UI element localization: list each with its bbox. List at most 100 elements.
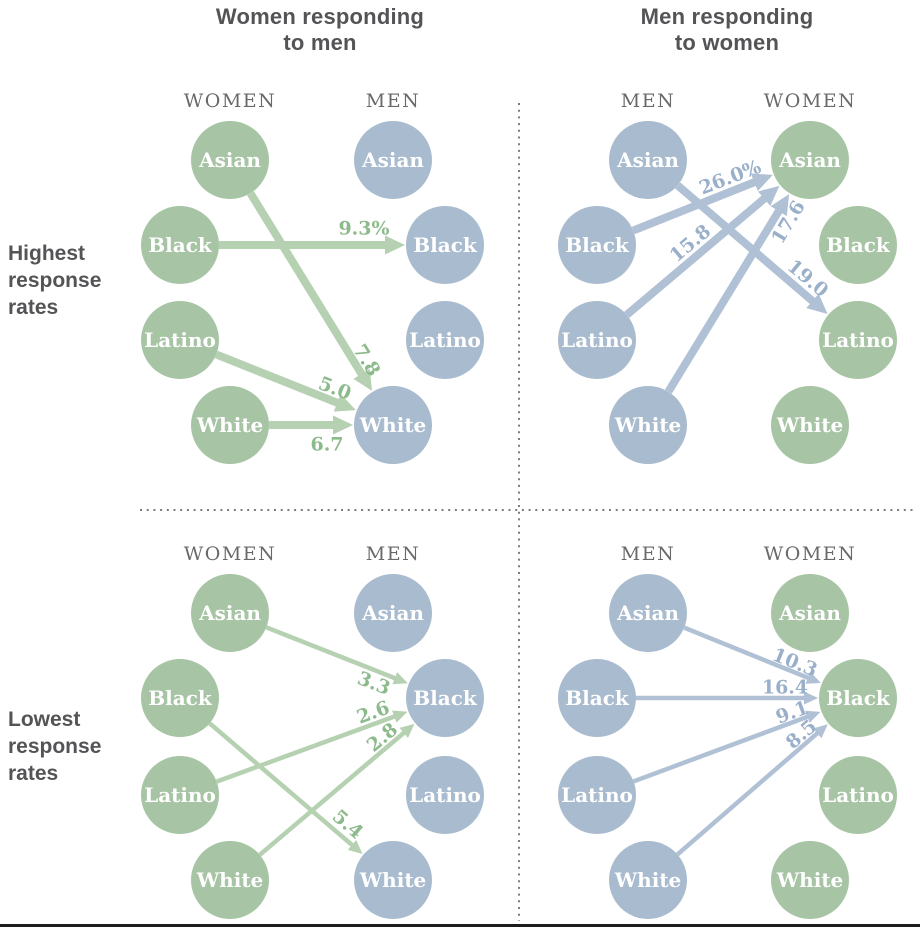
node-women-asian — [191, 121, 269, 199]
column-header-men: MEN — [366, 543, 420, 565]
arrow-latino-to-black-shaft — [215, 713, 397, 784]
panel-title-line: Women responding — [215, 4, 425, 29]
node-women-latino — [141, 756, 219, 834]
arrow-asian-to-black-shaft — [683, 625, 811, 681]
node-men-black — [406, 206, 484, 284]
node-men-latino — [558, 756, 636, 834]
arrow-asian-to-white-shaft — [247, 191, 367, 378]
arrow-black-to-asian-head — [750, 173, 773, 192]
node-men-black — [558, 659, 636, 737]
column-header-women: WOMEN — [184, 90, 277, 112]
arrow-black-to-white-value: 5.4 — [328, 805, 367, 843]
node-label-men-white: White — [359, 868, 427, 892]
node-label-men-asian: Asian — [616, 148, 679, 172]
row-label-lowest: Lowest response rates — [8, 708, 102, 785]
node-label-men-latino: Latino — [409, 328, 481, 352]
node-label-women-black: Black — [826, 686, 891, 710]
node-label-men-asian: Asian — [361, 148, 424, 172]
node-women-latino — [819, 301, 897, 379]
arrow-white-to-black-shaft — [258, 729, 407, 857]
node-label-men-asian: Asian — [361, 601, 424, 625]
node-women-black — [141, 206, 219, 284]
arrow-white-to-white-head — [333, 415, 353, 435]
node-women-asian — [771, 121, 849, 199]
arrow-black-to-black-head — [804, 691, 818, 705]
node-label-men-white: White — [614, 868, 682, 892]
arrow-white-to-black-head — [812, 724, 828, 739]
node-women-white — [771, 841, 849, 919]
arrow-latino-to-white-head — [333, 393, 356, 412]
arrow-white-to-asian-shaft — [664, 207, 784, 394]
node-men-white — [354, 841, 432, 919]
node-label-women-latino: Latino — [144, 783, 216, 807]
node-label-women-white: White — [776, 868, 844, 892]
node-women-black — [141, 659, 219, 737]
node-label-women-white: White — [196, 413, 264, 437]
node-women-white — [771, 386, 849, 464]
node-men-asian — [354, 121, 432, 199]
arrow-latino-to-asian-head — [758, 185, 780, 206]
column-header-men: MEN — [621, 543, 675, 565]
node-label-men-black: Black — [565, 233, 630, 257]
node-label-women-latino: Latino — [822, 783, 894, 807]
node-label-men-black: Black — [413, 686, 478, 710]
node-women-white — [191, 841, 269, 919]
column-header-men: MEN — [366, 90, 420, 112]
arrow-asian-to-black-head — [805, 671, 821, 684]
node-men-latino — [558, 301, 636, 379]
column-header-women: WOMEN — [764, 90, 857, 112]
arrow-asian-to-latino-shaft — [675, 182, 817, 306]
node-men-white — [354, 386, 432, 464]
node-women-white — [191, 386, 269, 464]
node-label-women-latino: Latino — [822, 328, 894, 352]
panel-title-women-to-men: Women responding to men — [170, 4, 470, 56]
arrow-asian-to-black-shaft — [265, 625, 398, 681]
node-label-men-white: White — [614, 413, 682, 437]
arrow-black-to-asian-shaft — [631, 177, 758, 235]
node-men-black — [406, 659, 484, 737]
arrow-latino-to-asian-shaft — [624, 194, 769, 318]
node-men-latino — [406, 756, 484, 834]
node-men-white — [609, 841, 687, 919]
node-men-latino — [406, 301, 484, 379]
arrow-black-to-black-value: 9.3% — [338, 218, 389, 240]
node-women-latino — [141, 301, 219, 379]
panel-title-line: to men — [283, 30, 357, 55]
node-women-asian — [771, 574, 849, 652]
node-label-women-white: White — [196, 868, 264, 892]
arrow-asian-to-black-value: 3.3 — [354, 667, 393, 699]
column-header-women: WOMEN — [764, 543, 857, 565]
arrow-latino-to-black-head — [392, 710, 408, 723]
node-label-men-latino: Latino — [561, 783, 633, 807]
node-label-women-white: White — [776, 413, 844, 437]
panel-title-line: to women — [674, 30, 780, 55]
node-label-women-asian: Asian — [778, 601, 841, 625]
node-label-men-latino: Latino — [561, 328, 633, 352]
arrow-black-to-white-head — [347, 839, 363, 855]
node-label-women-black: Black — [148, 686, 213, 710]
arrow-asian-to-black-head — [392, 672, 408, 685]
node-men-white — [609, 386, 687, 464]
node-women-black — [819, 659, 897, 737]
arrow-white-to-asian-head — [770, 194, 790, 217]
arrow-white-to-black-head — [399, 723, 415, 738]
panel-title-line: Men responding — [640, 4, 814, 29]
node-label-men-black: Black — [565, 686, 630, 710]
node-men-asian — [354, 574, 432, 652]
column-header-men: MEN — [621, 90, 675, 112]
node-label-women-black: Black — [148, 233, 213, 257]
arrow-latino-to-black-head — [805, 710, 821, 723]
node-label-men-white: White — [359, 413, 427, 437]
arrow-latino-to-white-shaft — [214, 350, 341, 408]
node-men-asian — [609, 121, 687, 199]
row-label-highest: Highest response rates — [8, 242, 102, 319]
node-label-men-black: Black — [413, 233, 478, 257]
arrow-latino-to-black-shaft — [632, 714, 811, 784]
node-women-latino — [819, 756, 897, 834]
node-label-men-asian: Asian — [616, 601, 679, 625]
arrow-black-to-white-shaft — [208, 721, 355, 848]
node-label-women-asian: Asian — [198, 601, 261, 625]
arrow-black-to-black-value: 16.4 — [762, 677, 808, 699]
panel-title-men-to-women: Men responding to women — [577, 4, 877, 56]
